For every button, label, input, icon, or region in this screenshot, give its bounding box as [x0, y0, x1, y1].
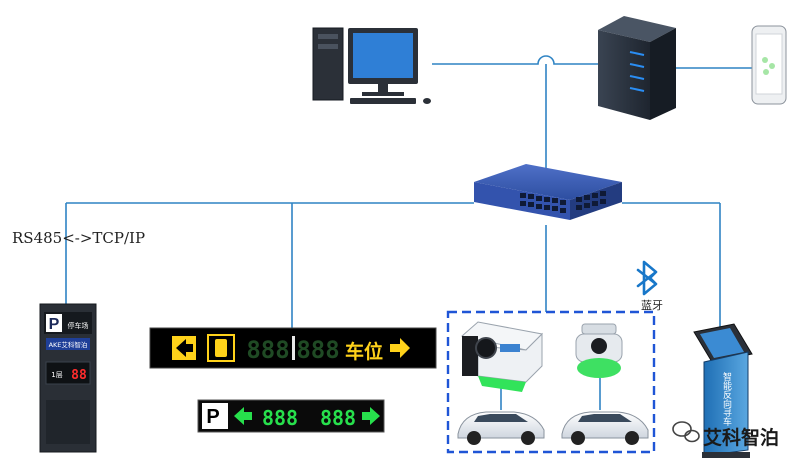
sign-yellow-suffix: 车位 — [345, 340, 383, 363]
panel-header-text: 停车场 — [68, 321, 89, 330]
right-arrow-icon — [390, 338, 410, 358]
led-sign-green: P 888 888 — [197, 399, 385, 433]
sign-yellow-car-box — [207, 334, 235, 362]
sign-green-parking-letter: P — [206, 406, 219, 428]
car-icon — [215, 339, 227, 357]
server-side — [650, 28, 676, 120]
sign-yellow-digits-right: 888 — [296, 336, 339, 364]
kiosk-screen — [700, 328, 744, 358]
server-top — [598, 16, 676, 42]
server-leds — [629, 51, 645, 92]
sign-green-digits-right: 888 — [320, 406, 356, 430]
sign-yellow-divider — [292, 336, 295, 360]
sign-green-body — [197, 399, 385, 433]
phone-screen — [755, 33, 783, 95]
left-arrow-icon-green — [234, 407, 252, 425]
left-arrow-icon — [176, 339, 193, 357]
bluetooth-icon — [636, 260, 658, 296]
dome-camera-lens — [591, 338, 607, 354]
network-switch — [474, 164, 622, 220]
protocol-label: RS485<->TCP/IP — [12, 229, 146, 247]
panel-count-digits: 88 — [71, 368, 87, 383]
connection-lines — [65, 55, 752, 410]
link-pc-to-server — [432, 55, 598, 65]
led-sign-yellow: 888 888 车位 — [149, 327, 437, 369]
pc-tower — [312, 27, 344, 101]
panel-floor-text: 1层 — [51, 371, 62, 379]
server-front — [598, 30, 650, 120]
camera-blue-label — [500, 344, 520, 352]
camera-lens — [475, 337, 497, 359]
panel-brand-text: AKE艾科智泊 — [49, 340, 88, 349]
camera-dome-type — [575, 323, 623, 378]
dome-camera-green-light — [577, 358, 621, 378]
car-1 — [457, 411, 545, 445]
kiosk-body — [703, 351, 749, 457]
camera-box-type — [460, 321, 544, 392]
panel-parking-letter: P — [49, 316, 60, 333]
bluetooth-label: 蓝牙 — [641, 299, 663, 312]
server — [598, 16, 676, 120]
switch-top — [474, 164, 622, 200]
pc-mouse — [423, 98, 431, 104]
right-arrow-icon-green — [362, 407, 380, 425]
smartphone — [751, 25, 787, 105]
panel-brand-badge — [46, 338, 90, 350]
switch-ports — [520, 191, 606, 213]
kiosk-vertical-text: 智能反向寻车 — [721, 371, 732, 427]
car-2 — [561, 411, 649, 445]
sign-green-p-box — [202, 403, 228, 429]
camera-green-light — [478, 376, 526, 392]
wechat-icon — [672, 421, 700, 443]
camera-group-box — [446, 310, 656, 454]
sign-green-digits-left: 888 — [262, 406, 298, 430]
parking-guidance-panel: P 停车场 AKE艾科智泊 1层 88 — [39, 303, 97, 453]
brand-watermark: 艾科智泊 — [703, 427, 780, 449]
panel-p-box — [46, 314, 62, 332]
desktop-computer — [312, 27, 431, 104]
pc-keyboard — [350, 98, 416, 104]
self-service-kiosk: 智能反向寻车 — [693, 323, 753, 458]
sign-yellow-digits-left: 888 — [246, 336, 289, 364]
pc-screen — [353, 33, 413, 78]
